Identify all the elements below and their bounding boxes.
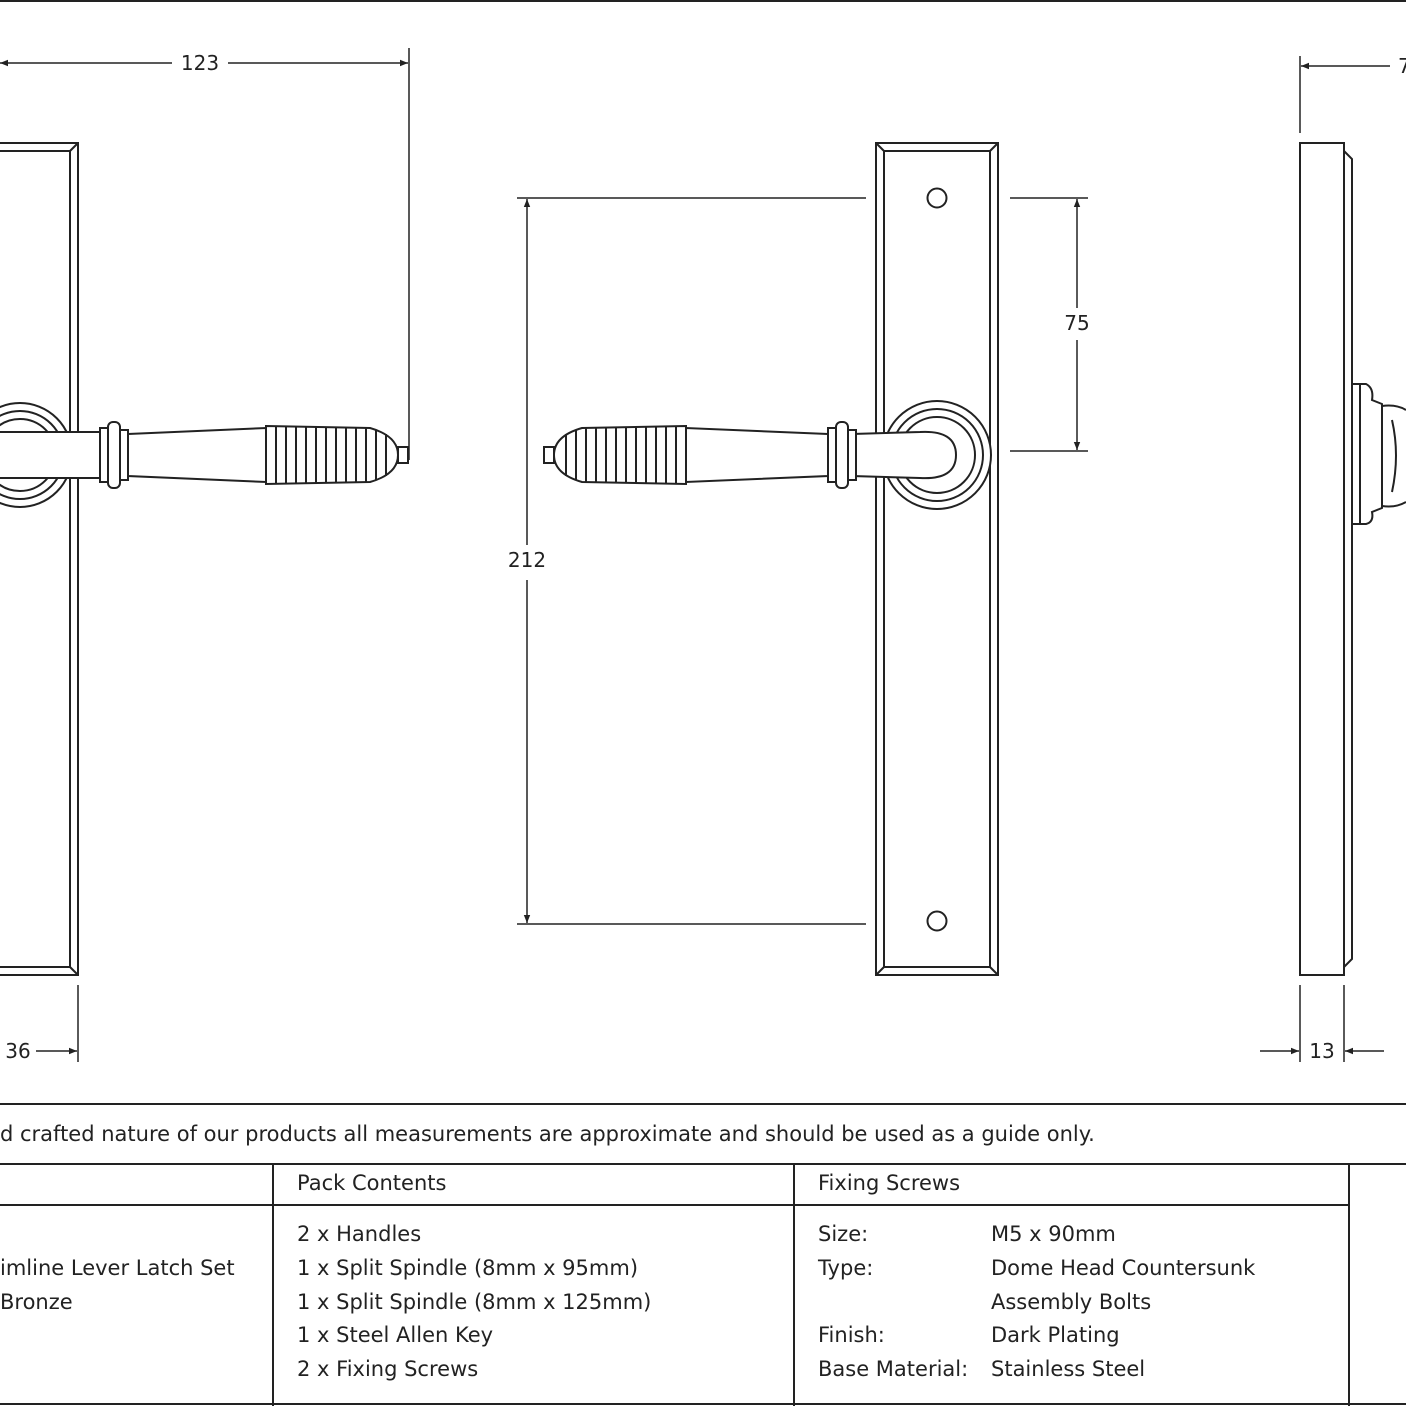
dimension-side-depth: 13 <box>1260 985 1384 1063</box>
pack-contents-header: Pack Contents <box>297 1171 447 1195</box>
pack-item: 1 x Steel Allen Key <box>297 1323 494 1347</box>
dim-label-side-partial: 7 <box>1398 54 1406 78</box>
dimension-side-projection: 7 <box>1299 54 1406 133</box>
product-line: imline Lever Latch Set <box>0 1256 235 1280</box>
dimension-handle-offset: 75 <box>1010 197 1090 452</box>
left-view <box>0 142 409 976</box>
spec-label: Type: <box>818 1256 874 1280</box>
table-bottom-rule <box>0 1403 1406 1405</box>
spec-value: Dark Plating <box>991 1323 1120 1347</box>
dim-label-75: 75 <box>1064 311 1089 335</box>
side-rose <box>1352 383 1383 525</box>
centre-view <box>543 142 999 976</box>
bottom-fixing-hole <box>926 910 948 932</box>
spec-label: Size: <box>818 1222 869 1246</box>
left-lever <box>0 431 101 479</box>
side-backplate <box>1299 142 1345 976</box>
spec-label: Finish: <box>818 1323 885 1347</box>
dimension-fixing-centres: 212 <box>508 197 866 925</box>
top-fixing-hole <box>926 187 948 209</box>
dimension-backplate-width: 36 <box>5 985 79 1063</box>
left-backplate <box>0 142 79 976</box>
spec-value: Stainless Steel <box>991 1357 1146 1381</box>
dim-label-123: 123 <box>181 51 219 75</box>
disclaimer-top-rule <box>0 1103 1406 1105</box>
product-line: Bronze <box>0 1290 73 1314</box>
dim-label-36: 36 <box>5 1039 30 1063</box>
spec-value: Assembly Bolts <box>991 1290 1152 1314</box>
table-top-rule <box>0 1163 1406 1165</box>
centre-lever <box>851 430 958 480</box>
table-col-divider-1 <box>272 1163 274 1406</box>
spec-value: M5 x 90mm <box>991 1222 1116 1246</box>
table-col-divider-2 <box>793 1163 795 1406</box>
fixing-screws-header: Fixing Screws <box>818 1171 961 1195</box>
pack-item: 1 x Split Spindle (8mm x 125mm) <box>297 1290 652 1314</box>
table-col-divider-3 <box>1348 1163 1350 1406</box>
spec-label: Base Material: <box>818 1357 969 1381</box>
pack-item: 2 x Handles <box>297 1222 422 1246</box>
technical-drawing: 123 36 <box>0 0 1406 1063</box>
dim-label-212: 212 <box>508 548 546 572</box>
centre-backplate <box>875 142 999 976</box>
dim-label-13: 13 <box>1309 1039 1334 1063</box>
dimension-overall-projection: 123 <box>0 48 410 460</box>
side-view <box>1299 142 1406 976</box>
pack-item: 1 x Split Spindle (8mm x 95mm) <box>297 1256 639 1280</box>
disclaimer-text: d crafted nature of our products all mea… <box>0 1122 1095 1146</box>
spec-value: Dome Head Countersunk <box>991 1256 1256 1280</box>
table-header-rule <box>0 1204 1350 1206</box>
pack-item: 2 x Fixing Screws <box>297 1357 479 1381</box>
